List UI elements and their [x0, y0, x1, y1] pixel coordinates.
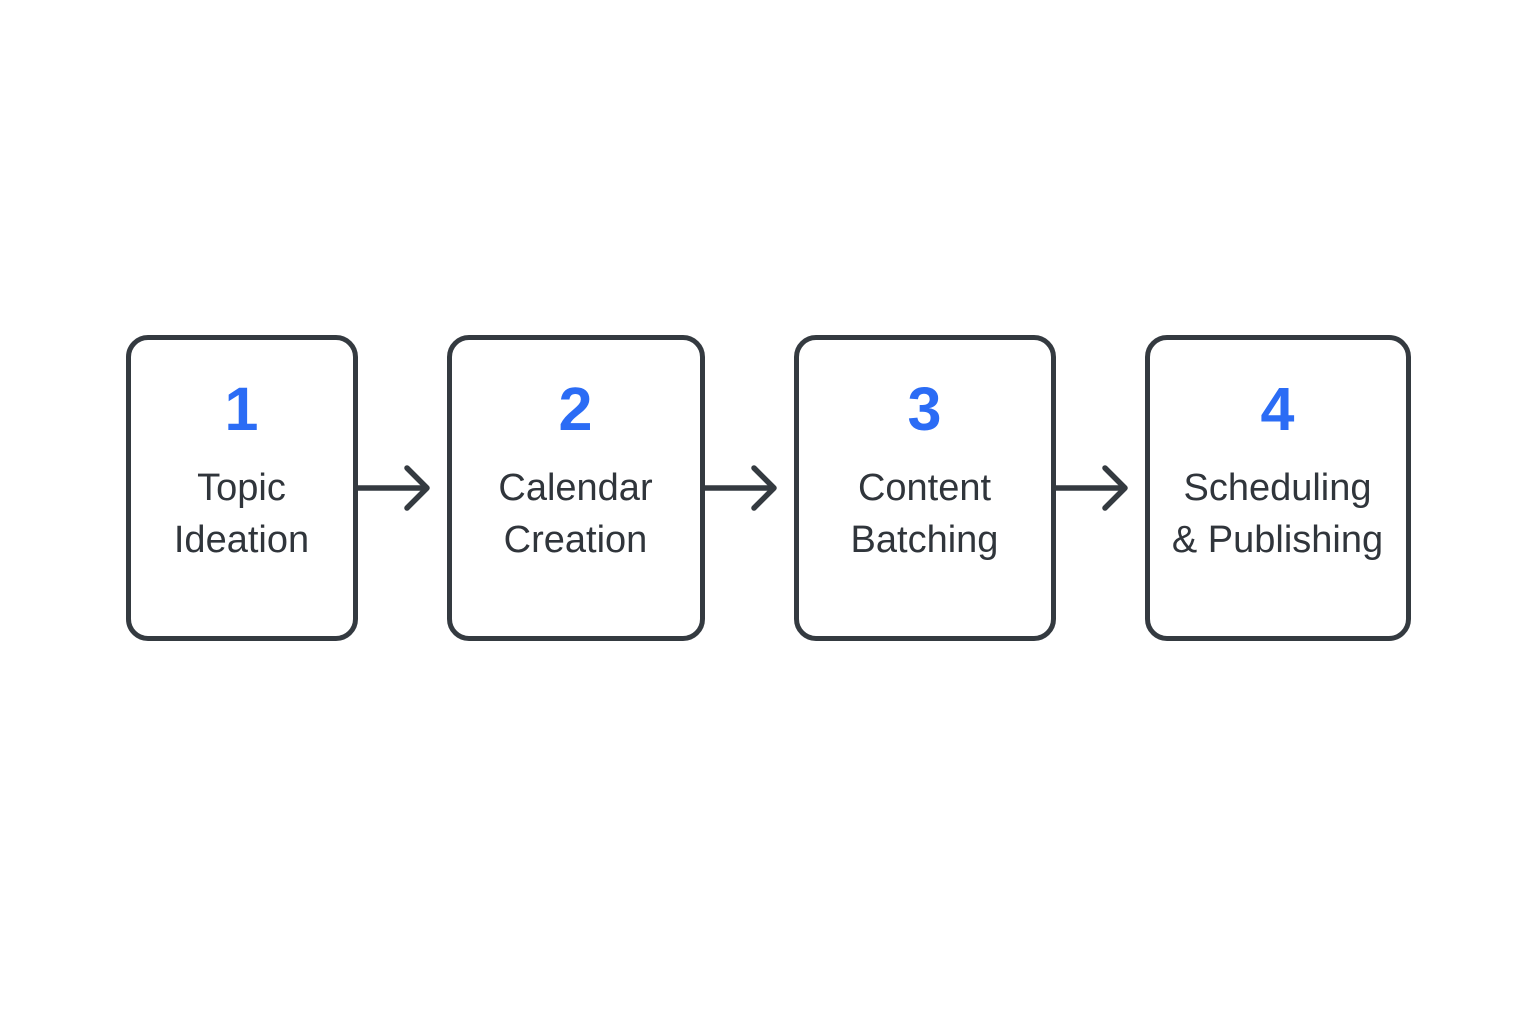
step-3-card: 3 Content Batching [793, 335, 1056, 641]
step-3-label: Content Batching [851, 462, 999, 566]
step-4-label-line-1: Scheduling [1183, 467, 1372, 509]
step-3-label-line-1: Content [857, 467, 992, 509]
step-2-label-line-1: Calendar [498, 467, 653, 509]
step-1-label-line-2: Ideation [173, 519, 310, 561]
step-2-label-line-2: Creation [503, 519, 648, 561]
flow-diagram: 1 Topic Ideation 2 Calendar Creation 3 C… [0, 335, 1536, 641]
step-2-label: Calendar Creation [498, 462, 652, 566]
step-2-number: 2 [558, 375, 593, 443]
step-1-label: Topic Ideation [174, 462, 309, 566]
step-4-label: Scheduling & Publishing [1172, 462, 1383, 566]
arrow-right-icon [704, 465, 777, 511]
step-4-card: 4 Scheduling & Publishing [1144, 335, 1411, 641]
step-3-number: 3 [907, 375, 942, 443]
step-3-label-line-2: Batching [850, 519, 999, 561]
arrow-right-icon [357, 465, 430, 511]
step-2-card: 2 Calendar Creation [446, 335, 705, 641]
step-1-label-line-1: Topic [197, 467, 286, 509]
step-4-number: 4 [1260, 375, 1295, 443]
step-4-label-line-2: & Publishing [1171, 519, 1384, 561]
arrow-right-icon [1055, 465, 1128, 511]
step-1-number: 1 [224, 375, 259, 443]
step-1-card: 1 Topic Ideation [125, 335, 358, 641]
